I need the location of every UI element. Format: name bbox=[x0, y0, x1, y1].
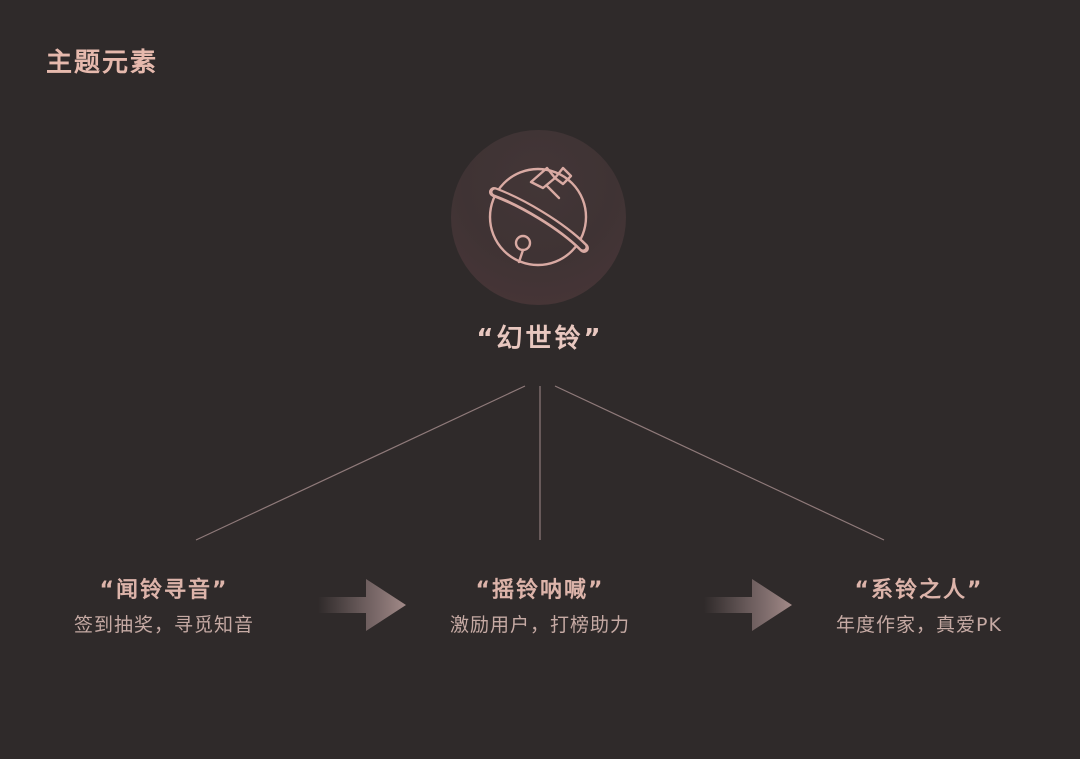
connector-left bbox=[195, 385, 526, 541]
node-1-title: “闻铃寻音” bbox=[99, 578, 229, 603]
node-2: “摇铃呐喊” 激励用户，打榜助力 bbox=[390, 576, 690, 638]
bell-badge bbox=[451, 130, 626, 305]
arrow-right-icon bbox=[704, 579, 792, 631]
node-1: “闻铃寻音” 签到抽奖，寻觅知音 bbox=[14, 576, 314, 638]
node-2-desc: 激励用户，打榜助力 bbox=[449, 614, 630, 636]
node-3-desc: 年度作家，真爱PK bbox=[836, 614, 1002, 636]
node-2-title: “摇铃呐喊” bbox=[475, 578, 605, 603]
root-title: “幻世铃” bbox=[476, 324, 604, 354]
section-heading: 主题元素 bbox=[46, 48, 159, 78]
node-3-title: “系铃之人” bbox=[854, 578, 984, 603]
node-3: “系铃之人” 年度作家，真爱PK bbox=[769, 576, 1069, 638]
arrow-right-icon bbox=[318, 579, 406, 631]
bell-icon bbox=[488, 166, 589, 267]
node-1-desc: 签到抽奖，寻觅知音 bbox=[73, 614, 254, 636]
connector-right bbox=[554, 385, 885, 541]
